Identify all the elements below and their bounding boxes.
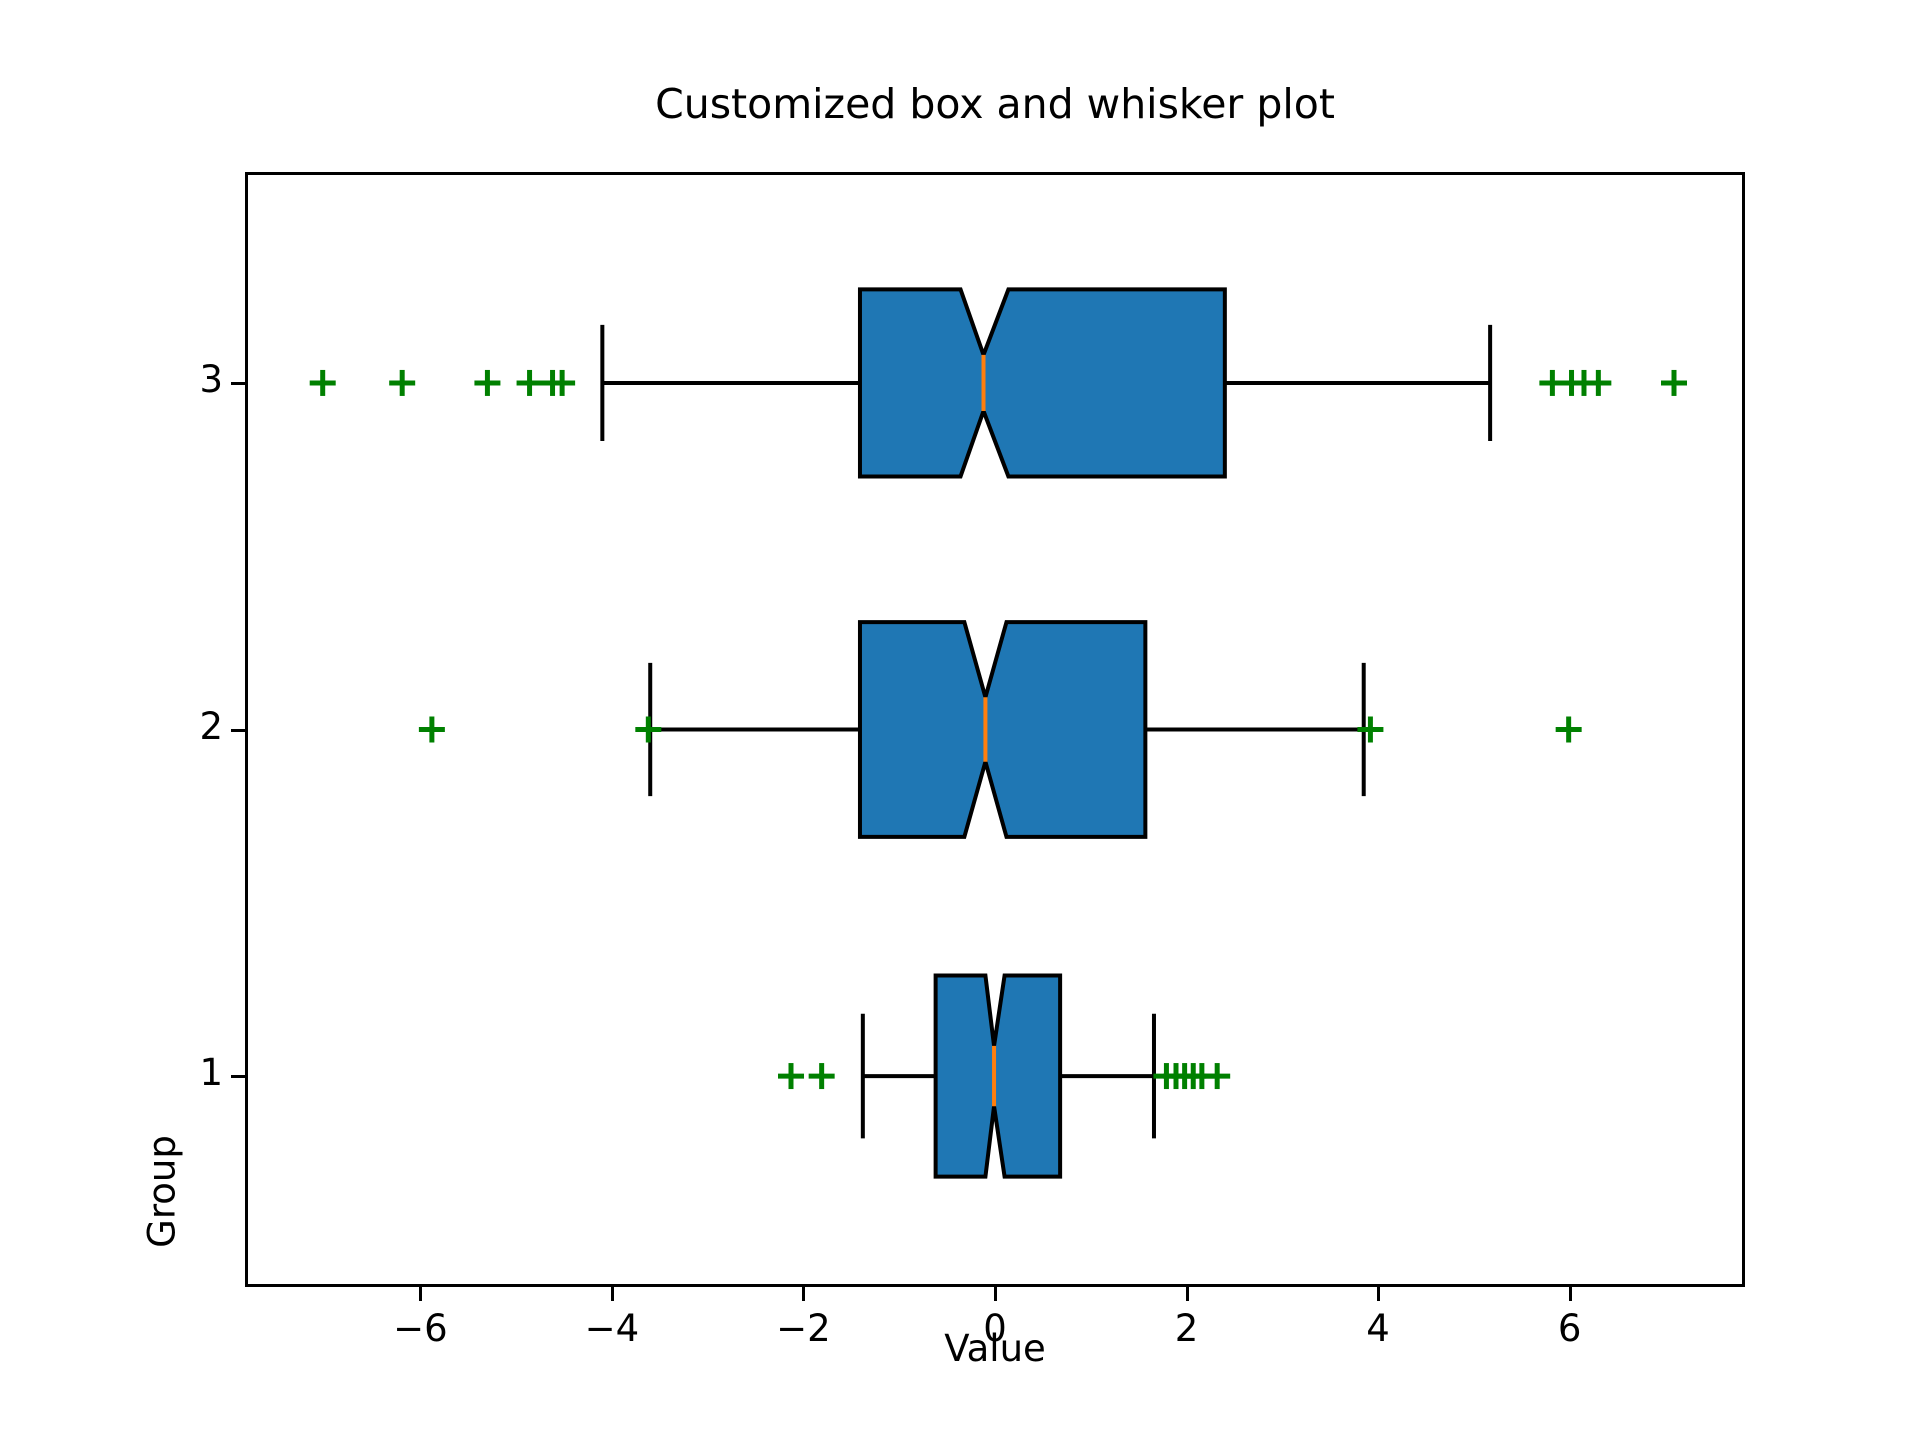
box-1[interactable] xyxy=(933,973,1063,1179)
x-tick-mark xyxy=(1377,1287,1381,1301)
y-tick-label: 2 xyxy=(199,704,223,748)
chart-title: Customized box and whisker plot xyxy=(655,80,1335,128)
x-tick-mark xyxy=(419,1287,423,1301)
plot-area xyxy=(245,172,1745,1287)
box-2[interactable] xyxy=(857,620,1148,839)
y-tick-label: 1 xyxy=(199,1051,223,1095)
boxplot-svg xyxy=(309,287,1688,1179)
boxplot-group-3 xyxy=(309,287,1688,479)
x-tick-label: −4 xyxy=(584,1307,640,1350)
axes-inner xyxy=(248,175,1742,1284)
x-tick-label: −6 xyxy=(393,1307,448,1350)
x-tick-label: −2 xyxy=(776,1307,831,1350)
y-tick-label: 3 xyxy=(199,357,223,401)
x-tick-mark xyxy=(994,1287,997,1301)
x-tick-mark xyxy=(610,1287,614,1301)
x-axis-label: Value xyxy=(944,1327,1046,1370)
x-tick-mark xyxy=(1185,1287,1189,1301)
y-tick-mark xyxy=(231,728,245,732)
boxplot-group-2 xyxy=(418,620,1582,839)
x-tick-label: 0 xyxy=(983,1307,1007,1350)
x-tick-label: 6 xyxy=(1557,1307,1582,1350)
x-tick-label: 4 xyxy=(1366,1307,1390,1350)
x-tick-mark xyxy=(1568,1287,1572,1301)
boxplot-group-1 xyxy=(778,973,1231,1179)
y-tick-mark xyxy=(231,1075,245,1079)
box-3[interactable] xyxy=(857,287,1227,479)
y-axis-label-wrap: Group xyxy=(80,530,184,1248)
y-tick-mark xyxy=(231,381,245,385)
x-tick-label: 2 xyxy=(1174,1307,1199,1350)
chart-title-wrap: Customized box and whisker plot xyxy=(245,84,1745,125)
x-tick-mark xyxy=(802,1287,806,1301)
